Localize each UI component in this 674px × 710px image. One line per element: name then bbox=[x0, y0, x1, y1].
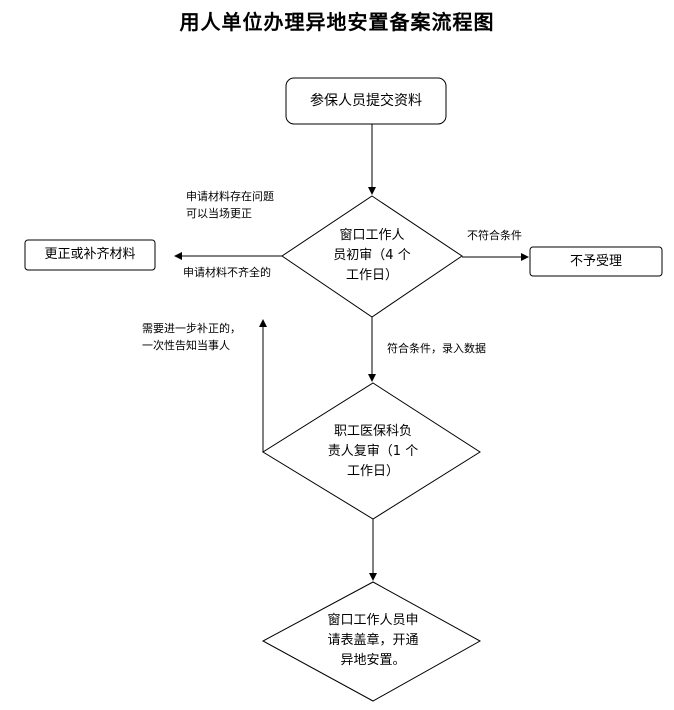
label-needs-more-line-2: 一次性告知当事人 bbox=[142, 339, 230, 352]
initial-review-line-2: 员初审（4 个 bbox=[333, 248, 411, 263]
label-incomplete: 申请材料不齐全的 bbox=[183, 266, 271, 279]
label-not-qualified: 不符合条件 bbox=[467, 229, 522, 242]
label-problem: 申请材料存在问题 可以当场更正 bbox=[186, 188, 274, 222]
reject-label: 不予受理 bbox=[569, 253, 622, 269]
correct-box bbox=[24, 239, 156, 271]
label-problem-line-2: 可以当场更正 bbox=[186, 207, 252, 220]
label-qualified: 符合条件，录入数据 bbox=[387, 342, 486, 355]
final-diamond bbox=[261, 581, 482, 702]
correct-node: 更正或补齐材料 bbox=[25, 240, 155, 270]
reject-node: 不予受理 bbox=[530, 247, 662, 276]
label-needs-more: 需要进一步补正的， 一次性告知当事人 bbox=[142, 320, 241, 354]
final-line-2: 请表盖章，开通 bbox=[327, 633, 419, 648]
label-problem-line-1: 申请材料存在问题 bbox=[186, 190, 274, 203]
second-review-node: 职工医保科负 责人复审（1 个 工作日） bbox=[303, 421, 443, 483]
diagram-title: 用人单位办理异地安置备案流程图 bbox=[179, 10, 495, 34]
final-line-3: 异地安置。 bbox=[340, 653, 406, 668]
reject-box bbox=[529, 246, 663, 277]
correct-label: 更正或补齐材料 bbox=[44, 247, 136, 262]
final-line-1: 窗口工作人员申 bbox=[327, 613, 419, 628]
initial-review-line-3: 工作日） bbox=[345, 268, 398, 283]
label-needs-more-line-1: 需要进一步补正的， bbox=[142, 322, 241, 335]
initial-review-node: 窗口工作人 员初审（4 个 工作日） bbox=[312, 226, 432, 286]
second-review-line-1: 职工医保科负 bbox=[333, 424, 412, 439]
submit-node: 参保人员提交资料 bbox=[286, 78, 446, 124]
second-review-line-2: 责人复审（1 个 bbox=[327, 444, 419, 459]
initial-review-line-1: 窗口工作人 bbox=[339, 228, 405, 243]
submit-box bbox=[285, 77, 447, 125]
second-review-line-3: 工作日） bbox=[346, 464, 399, 479]
final-node: 窗口工作人员申 请表盖章，开通 异地安置。 bbox=[303, 610, 443, 672]
submit-label: 参保人员提交资料 bbox=[310, 93, 422, 109]
